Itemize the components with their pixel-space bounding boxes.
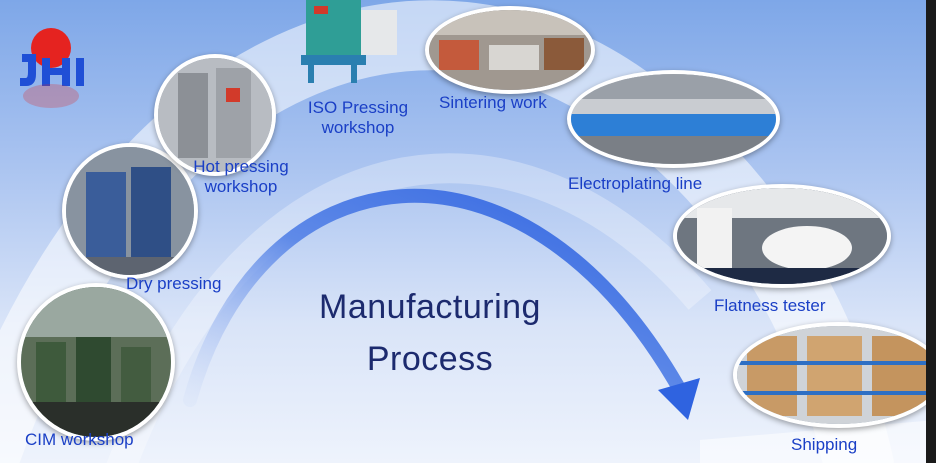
label-iso-pressing-line2: workshop <box>321 118 395 137</box>
jh-logo-icon <box>14 14 94 114</box>
shipping-photo <box>733 322 936 428</box>
label-iso-pressing-line1: ISO Pressing <box>307 98 409 117</box>
label-shipping: Shipping <box>791 435 858 454</box>
label-hot-pressing: Hot pressing workshop <box>182 157 300 197</box>
label-iso-pressing: ISO Pressing workshop <box>302 98 414 138</box>
iso-pressing-photo <box>296 0 402 86</box>
title-line-1: Manufacturing <box>319 288 541 326</box>
label-flatness-tester: Flatness tester <box>714 296 826 315</box>
title-line-2: Process <box>366 340 494 378</box>
electroplating-photo <box>567 70 780 168</box>
label-dry-pressing: Dry pressing <box>126 274 222 293</box>
right-edge-bar <box>926 0 936 463</box>
process-arrow-head <box>658 378 700 420</box>
label-cim-workshop: CIM workshop <box>25 430 134 449</box>
process-arrow-line <box>183 188 687 407</box>
inner-band-arc <box>106 153 712 463</box>
flatness-tester-photo <box>673 184 891 288</box>
label-electroplating: Electroplating line <box>568 174 703 193</box>
sintering-photo <box>425 6 595 94</box>
label-hot-pressing-line1: Hot pressing <box>193 157 289 176</box>
label-hot-pressing-line2: workshop <box>204 177 278 196</box>
hot-pressing-photo <box>154 54 276 176</box>
cim-workshop-photo <box>17 283 175 441</box>
label-sintering: Sintering work <box>439 93 547 112</box>
dry-pressing-photo <box>62 143 198 279</box>
